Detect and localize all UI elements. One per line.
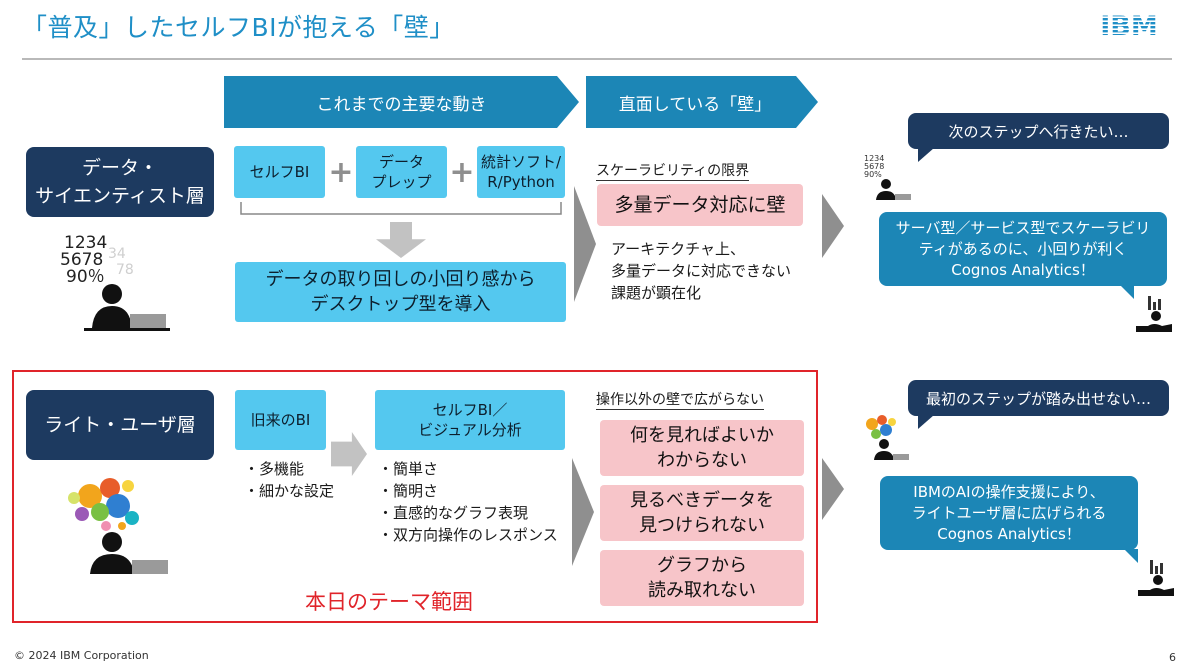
svg-text:90％: 90％ — [66, 267, 105, 287]
svg-text:5678: 5678 — [864, 162, 884, 171]
self-bi-box: セルフBI — [234, 146, 325, 198]
svg-text:78: 78 — [116, 262, 134, 278]
today-theme-label: 本日のテーマ範囲 — [305, 590, 473, 614]
column-header-wall: 直面している「壁」 — [586, 76, 818, 128]
speech-tail — [918, 415, 934, 429]
self-bi-features: ・簡単さ ・簡明さ ・直感的なグラフ表現 ・双方向操作のレスポンス — [378, 460, 558, 544]
svg-text:34: 34 — [108, 246, 126, 262]
speech-tail — [918, 148, 934, 162]
svg-text:90%: 90% — [864, 170, 882, 179]
scientist-layer-label: データ・ サイエンティスト層 — [26, 147, 214, 217]
next-step-speech-bubble: 次のステップへ行きたい… — [908, 113, 1169, 149]
header-divider — [22, 58, 1172, 60]
scalability-answer-bubble: サーバ型／サービス型でスケーラビリ ティがあるのに、小回りが利く Cognos … — [879, 212, 1167, 286]
beyond-operation-wall-label: 操作以外の壁で広がらない — [596, 392, 764, 410]
what-to-see-wall-box: 何を見ればよいか わからない — [600, 420, 804, 476]
today-theme-frame — [12, 370, 818, 623]
small-scientist-icon: 1234 5678 90% — [864, 154, 911, 200]
desktop-adoption-box: データの取り回しの小回り感から デスクトップ型を導入 — [235, 262, 566, 322]
scalability-limit-label: スケーラビリティの限界 — [596, 163, 750, 181]
down-arrow-icon — [376, 222, 426, 258]
column-header-past-moves: これまでの主要な動き — [224, 76, 579, 128]
ibm-logo: IBM — [1100, 11, 1158, 40]
copyright-text: © 2024 IBM Corporation — [14, 649, 149, 662]
ai-assist-answer-bubble: IBMのAIの操作支援により、 ライトユーザ層に広げられる Cognos Ana… — [880, 476, 1138, 550]
result-arrow-icon — [822, 458, 844, 520]
stats-software-box: 統計ソフト/ R/Python — [477, 146, 565, 198]
read-graph-wall-box: グラフから 読み取れない — [600, 550, 804, 606]
architecture-issue-text: アーキテクチャ上、 多量データに対応できない 課題が顕在化 — [611, 240, 792, 302]
find-data-wall-box: 見るべきデータを 見つけられない — [600, 485, 804, 541]
small-light-user-icon — [866, 415, 909, 460]
old-bi-box: 旧来のBI — [235, 390, 326, 450]
light-user-person-icon — [68, 478, 168, 574]
svg-text:IBM: IBM — [1100, 11, 1158, 40]
first-step-speech-bubble: 最初のステップが踏み出せない… — [908, 380, 1169, 416]
transition-arrow-icon — [574, 186, 596, 302]
hand-chart-icon — [1138, 560, 1174, 596]
speech-tail — [1120, 285, 1134, 299]
plus-icon: + — [449, 154, 475, 190]
plus-icon: + — [328, 154, 354, 190]
old-bi-features: ・多機能 ・細かな設定 — [244, 460, 335, 500]
svg-text:5678: 5678 — [60, 250, 103, 270]
data-prep-box: データ プレップ — [356, 146, 447, 198]
page-title: 「普及」したセルフBIが抱える「壁」 — [22, 13, 455, 42]
scientist-person-icon: 1234 5678 90％ 34 78 — [60, 233, 170, 331]
bracket — [240, 202, 562, 215]
svg-text:1234: 1234 — [64, 233, 107, 253]
speech-tail — [1124, 549, 1138, 563]
self-bi-visual-box: セルフBI／ ビジュアル分析 — [375, 390, 565, 450]
result-arrow-icon — [822, 194, 844, 258]
svg-text:1234: 1234 — [864, 154, 884, 163]
hand-chart-icon — [1136, 296, 1172, 332]
light-user-layer-label: ライト・ユーザ層 — [26, 390, 214, 460]
large-data-wall-box: 多量データ対応に壁 — [597, 184, 803, 226]
page-number: 6 — [1169, 651, 1176, 664]
